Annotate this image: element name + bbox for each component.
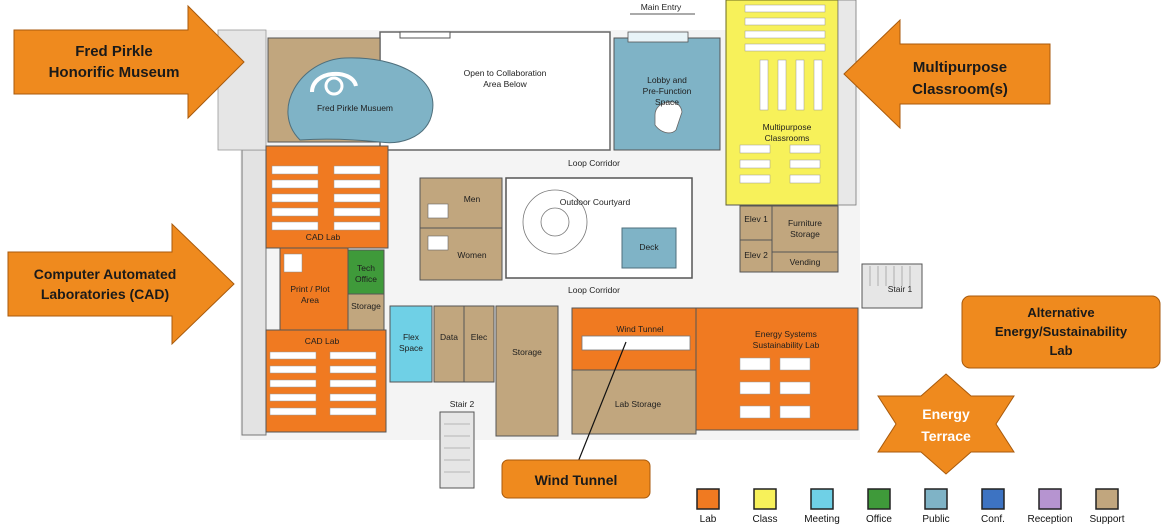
energy-terrace-star: [877, 373, 1015, 475]
lab-storage: [571, 369, 697, 435]
multipurpose-callout-arrow: [843, 18, 1051, 130]
furniture-storage: [771, 205, 839, 253]
wind-tunnel-leader-line: [577, 341, 627, 463]
lobby-label-2: Pre-Function: [643, 86, 692, 96]
alt-energy-callout-box: [961, 295, 1161, 369]
data-label: Data: [440, 332, 458, 342]
flex-space: [389, 305, 433, 383]
storage-mid: [495, 305, 559, 437]
energy-lab-label-2: Sustainability Lab: [753, 340, 820, 350]
cad-callout-line-2: Laboratories (CAD): [41, 286, 169, 302]
legend-swatch-support: [1095, 488, 1119, 510]
print-plot-label-2: Area: [301, 295, 319, 305]
legend-label-office: Office: [866, 514, 892, 525]
museum-callout-line-2: Honorific Museum: [49, 64, 180, 81]
alt-energy-line-2: Energy/Sustainability: [995, 324, 1128, 339]
legend-swatch-office: [867, 488, 891, 510]
stair-2: [439, 411, 475, 489]
wind-tunnel-callout-box: [501, 459, 651, 499]
legend-label-support: Support: [1089, 514, 1124, 525]
elec-label: Elec: [471, 332, 488, 342]
storage-small: [347, 293, 385, 331]
stair2-label: Stair 2: [450, 399, 475, 409]
data-room: [433, 305, 465, 383]
tech-office-label-1: Tech: [357, 263, 375, 273]
energy-lab-label-1: Energy Systems: [755, 329, 817, 339]
wind-tunnel-room-label: Wind Tunnel: [616, 324, 663, 334]
museum-callout-line-1: Fred Pirkle: [75, 43, 153, 60]
alt-energy-line-3: Lab: [1049, 343, 1072, 358]
loop-corridor-top-label: Loop Corridor: [568, 158, 620, 168]
legend-label-reception: Reception: [1027, 514, 1072, 525]
stair-1: [861, 263, 923, 309]
legend-swatch-reception: [1038, 488, 1062, 510]
women-label: Women: [457, 250, 486, 260]
legend-label-public: Public: [922, 514, 949, 525]
open-collab-label-2: Area Below: [483, 79, 527, 89]
cad-callout-line-1: Computer Automated: [34, 266, 177, 282]
flex-label-2: Space: [399, 343, 423, 353]
vending-area: [771, 251, 839, 273]
energy-terrace-line-2: Terrace: [921, 428, 971, 444]
elev1-label: Elev 1: [744, 214, 768, 224]
storage-mid-label: Storage: [512, 347, 542, 357]
legend-swatch-lab: [696, 488, 720, 510]
cad-lab-top-label: CAD Lab: [306, 232, 341, 242]
loop-corridor-bottom-label: Loop Corridor: [568, 285, 620, 295]
tech-office-label-2: Office: [355, 274, 377, 284]
legend-label-meeting: Meeting: [804, 514, 840, 525]
elevator-2: [739, 239, 773, 273]
lobby-label-1: Lobby and: [647, 75, 687, 85]
storage-small-label: Storage: [351, 301, 381, 311]
legend-swatch-public: [924, 488, 948, 510]
museum-display-curve: [287, 57, 434, 144]
furniture-label-2: Storage: [790, 229, 820, 239]
flex-label-1: Flex: [403, 332, 420, 342]
main-entry-label: Main Entry: [641, 2, 682, 12]
deck-area: [621, 227, 677, 269]
cad-callout-arrow: [7, 222, 235, 346]
legend-label-class: Class: [752, 514, 777, 525]
lab-storage-label: Lab Storage: [615, 399, 662, 409]
energy-lab-tables: [739, 357, 811, 419]
legend-label-conf: Conf.: [981, 514, 1005, 525]
alt-energy-line-1: Alternative: [1027, 305, 1094, 320]
furniture-label-1: Furniture: [788, 218, 822, 228]
legend-label-lab: Lab: [700, 514, 717, 525]
energy-terrace-line-1: Energy: [922, 406, 970, 422]
men-label: Men: [464, 194, 481, 204]
open-collab-label-1: Open to Collaboration: [464, 68, 547, 78]
legend-swatch-conf: [981, 488, 1005, 510]
multipurpose-desk-rows: [739, 4, 826, 184]
stair1-label: Stair 1: [888, 284, 913, 294]
museum-callout-arrow: [13, 4, 245, 120]
legend-swatch-meeting: [810, 488, 834, 510]
color-legend: Lab Class Meeting Office Public Conf. Receptio…: [696, 488, 1125, 525]
tech-office: [347, 249, 385, 295]
cad-lab-bottom-desks: [269, 351, 377, 416]
restrooms-block: [419, 177, 503, 281]
elev2-label: Elev 2: [744, 250, 768, 260]
multipurpose-callout-line-2: Classroom(s): [912, 81, 1008, 98]
cad-lab-bottom-label: CAD Lab: [305, 336, 340, 346]
elec-room: [463, 305, 495, 383]
deck-label: Deck: [639, 242, 659, 252]
multipurpose-label-2: Classrooms: [765, 133, 810, 143]
energy-systems-lab: [695, 307, 859, 431]
wind-tunnel-apparatus: [581, 335, 691, 351]
lobby-label-3: Space: [655, 97, 679, 107]
courtyard-label: Outdoor Courtyard: [560, 197, 631, 207]
print-plot-label-1: Print / Plot: [290, 284, 330, 294]
cad-lab-top-desks: [271, 165, 381, 231]
multipurpose-label-1: Multipurpose: [763, 122, 812, 132]
museum-label: Fred Pirkle Musuem: [317, 103, 393, 113]
wind-tunnel-callout-label: Wind Tunnel: [535, 472, 618, 488]
legend-swatch-class: [753, 488, 777, 510]
multipurpose-callout-line-1: Multipurpose: [913, 59, 1007, 76]
vending-label: Vending: [790, 257, 821, 267]
